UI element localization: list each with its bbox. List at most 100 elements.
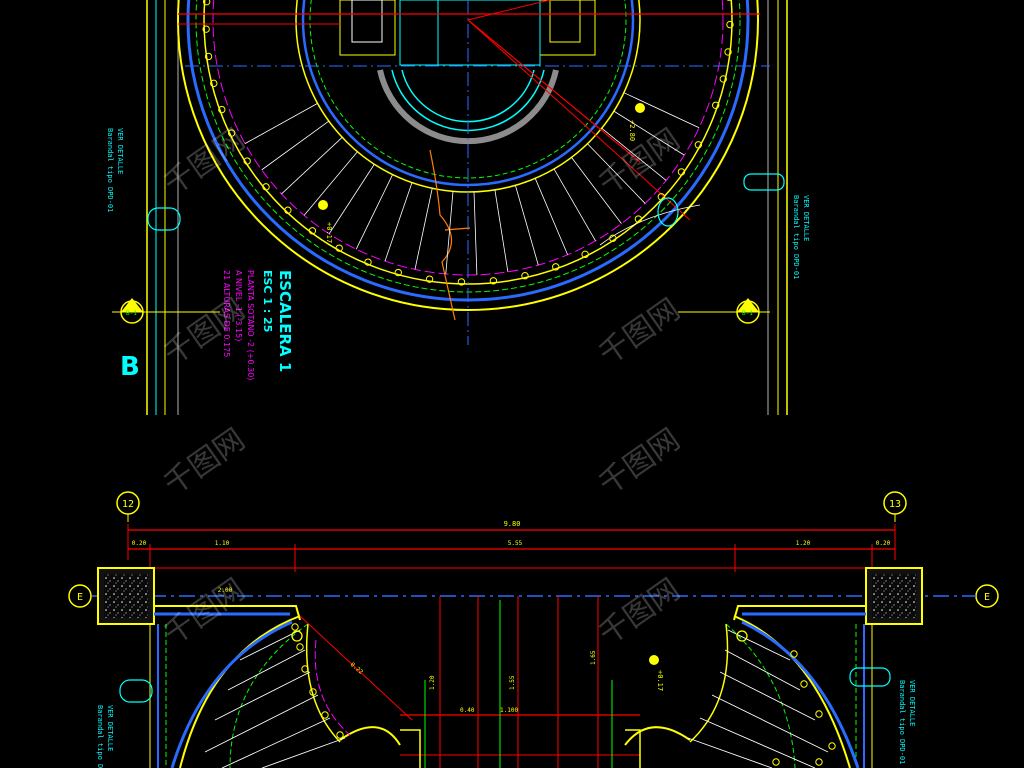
step-marker <box>800 680 808 688</box>
detail-callout-bottom-left: VER DETALLE <box>106 705 114 751</box>
step-marker <box>202 25 210 33</box>
svg-text:+0.17: +0.17 <box>656 670 664 691</box>
tread-line <box>384 182 413 262</box>
section-marker-right: B-1 <box>678 298 770 324</box>
tread-line <box>719 671 816 721</box>
tread-line <box>727 629 791 661</box>
tread-line <box>355 174 393 250</box>
detail-callout-bottom-right: VER DETALLE <box>908 680 916 726</box>
tread-line <box>281 137 343 195</box>
level-tag-2: +2.80 <box>628 103 645 141</box>
detail-ref-bottom-right: Barandal tipo DPD-01 <box>898 680 906 764</box>
drawing-title: ESCALERA 1 <box>276 270 294 372</box>
step-marker <box>815 710 823 718</box>
detail-callout-right: VER DETALLE <box>802 195 810 241</box>
step-marker <box>712 101 720 109</box>
dim-small-left: 0.20 <box>132 540 147 547</box>
dim-top: 2.00 <box>218 587 233 594</box>
step-marker <box>291 623 299 631</box>
step-marker <box>262 183 270 191</box>
tread-line <box>214 671 311 721</box>
bottom-stair-treads <box>204 629 829 768</box>
level-tag-1: +0.17 <box>318 200 333 243</box>
svg-text:B-1: B-1 <box>742 310 753 317</box>
tread-line <box>613 110 685 156</box>
step-marker <box>284 206 292 214</box>
step-marker <box>309 688 317 696</box>
tread-line <box>227 649 306 691</box>
detail-callout-left: VER DETALLE <box>116 128 124 174</box>
tread-line <box>687 737 773 768</box>
step-marker <box>336 731 344 739</box>
dim-mid-2: 1.55 <box>509 675 516 690</box>
grid-bubble-e-right: E <box>975 584 999 608</box>
tread-line <box>601 127 667 181</box>
top-stair-plan: B-1 B-1 +0.17 +2.80 ESCALERA 1 ESC 1 : 2… <box>106 0 810 415</box>
step-marker <box>291 630 303 642</box>
step-marker <box>552 263 560 271</box>
watermark-layer: 千图网千图网千图网千图网千图网千图网千图网千图网 <box>158 122 687 652</box>
dim-seg-right: 1.20 <box>796 540 811 547</box>
dim-seg-left: 1.10 <box>215 540 230 547</box>
svg-text:12: 12 <box>122 499 134 510</box>
step-marker <box>815 758 823 766</box>
drawing-note-1: PLANTA SOTANO -2 (+0.30) <box>246 270 255 380</box>
tread-line <box>204 694 319 753</box>
tread-line <box>553 168 596 242</box>
drawing-note-3: 21 ALTURAS DE 0.175 <box>222 270 231 357</box>
detail-ref-left: Barandal tipo DPD-01 <box>106 128 114 212</box>
svg-text:+0.17: +0.17 <box>325 222 333 243</box>
tread-line <box>261 737 346 768</box>
tread-line <box>623 92 700 129</box>
tread-line <box>244 103 318 144</box>
tread-line <box>571 157 622 224</box>
step-marker <box>828 742 836 750</box>
tread-line <box>303 151 358 216</box>
step-marker <box>772 758 780 766</box>
step-marker <box>227 129 236 137</box>
step-marker <box>521 272 529 280</box>
tread-line <box>445 191 454 275</box>
svg-text:+2.80: +2.80 <box>628 120 636 141</box>
step-marker <box>677 168 686 176</box>
dim-mid-5: 1.100 <box>500 707 518 714</box>
step-marker <box>321 711 329 719</box>
dim-total: 9.80 <box>504 520 521 528</box>
dim-small-right: 0.20 <box>876 540 891 547</box>
bottom-stair-plan: 12 13 E E 9.80 0.20 <box>68 491 999 768</box>
grid-bubble-e-left: E <box>68 584 92 608</box>
svg-text:B-1: B-1 <box>126 310 137 317</box>
detail-ref-bottom-left: Barandal tipo DPD-01 <box>96 705 104 768</box>
step-marker <box>204 52 213 61</box>
dim-mid-3: 1.65 <box>590 650 597 665</box>
svg-text:E: E <box>984 592 990 603</box>
drawing-note-2: A NIVEL -1 (-3.15) <box>234 270 243 341</box>
step-marker <box>657 193 666 201</box>
dim-seg-mid: 5.55 <box>508 540 523 547</box>
step-marker <box>296 643 304 651</box>
tread-line <box>711 694 829 753</box>
tread-line <box>534 178 569 255</box>
watermark-text: 千图网 <box>593 292 687 372</box>
step-marker <box>609 234 617 243</box>
step-marker <box>364 258 372 266</box>
tread-line <box>414 188 433 270</box>
top-step-markers <box>202 0 734 286</box>
step-marker <box>308 227 317 235</box>
watermark-text: 千图网 <box>158 572 252 652</box>
watermark-text: 千图网 <box>158 122 252 202</box>
watermark-text: 千图网 <box>593 422 687 502</box>
tread-line <box>261 120 330 171</box>
step-marker <box>243 157 251 165</box>
tread-line <box>724 649 801 691</box>
step-marker <box>724 48 732 56</box>
step-marker <box>736 630 748 642</box>
tread-line <box>473 191 478 275</box>
step-marker <box>210 79 218 88</box>
column-left <box>97 567 155 625</box>
watermark-text: 千图网 <box>593 572 687 652</box>
tread-line <box>699 717 816 768</box>
drawing-scale: ESC 1 : 25 <box>261 270 274 332</box>
step-marker <box>634 215 643 223</box>
